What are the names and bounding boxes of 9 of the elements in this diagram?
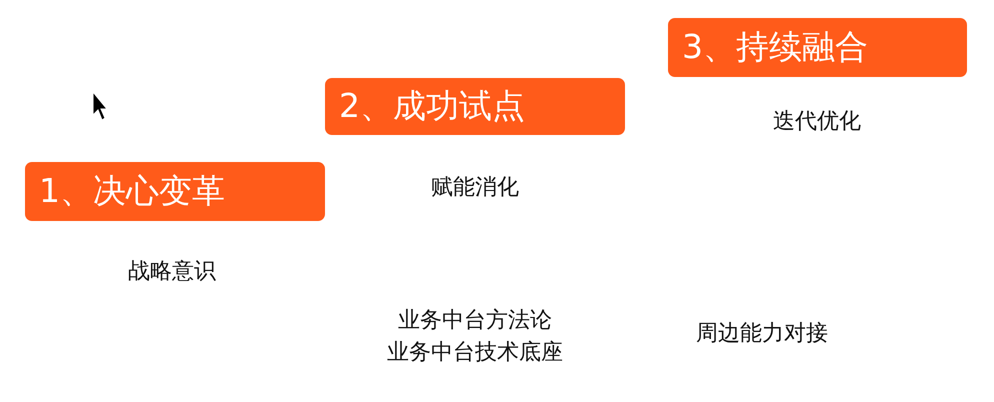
step-note: 周边能力对接 xyxy=(696,320,828,348)
step-note: 业务中台技术底座 xyxy=(387,339,563,367)
step-note: 迭代优化 xyxy=(773,108,861,136)
step-box: 2、成功试点 xyxy=(325,78,625,135)
step-note: 业务中台方法论 xyxy=(398,307,552,335)
step-note: 赋能消化 xyxy=(431,174,519,202)
step-box: 3、持续融合 xyxy=(668,18,967,77)
step-box: 1、决心变革 xyxy=(25,162,325,221)
step-note: 战略意识 xyxy=(128,258,216,286)
